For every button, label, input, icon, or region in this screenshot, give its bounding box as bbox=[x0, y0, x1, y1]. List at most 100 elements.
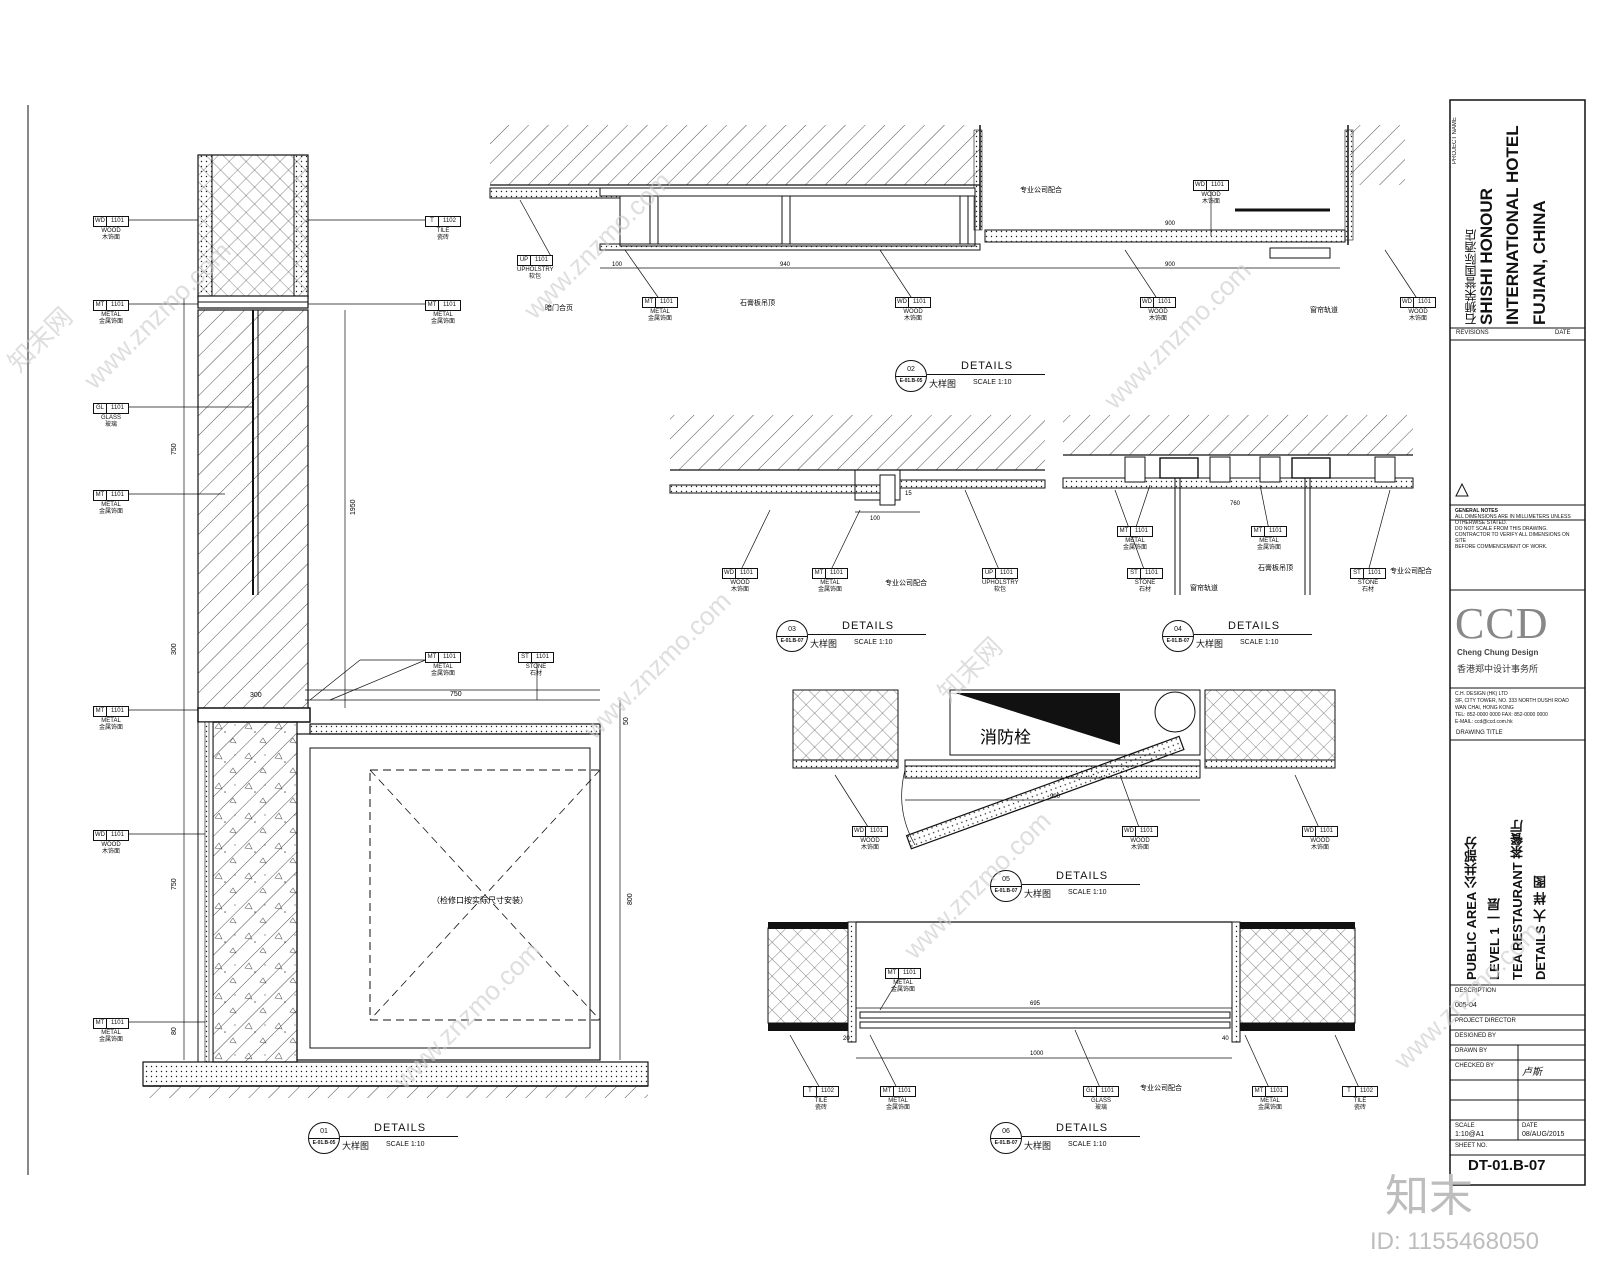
material-tag-tile: T 1102 TILE 瓷砖 bbox=[425, 216, 461, 242]
address-line-2: 3/F, CITY TOWER, NO. 333 NORTH DUSHI ROA… bbox=[1455, 698, 1569, 704]
tag-name-cn: 木饰面 bbox=[1201, 199, 1220, 205]
project-line3: FUJIAN, CHINA bbox=[1530, 200, 1549, 325]
revisions-label: REVISIONS bbox=[1456, 330, 1489, 336]
leader-line bbox=[964, 489, 1001, 573]
project-line2: INTERNATIONAL HOTEL bbox=[1503, 125, 1522, 325]
tag-code: MT bbox=[1118, 527, 1131, 536]
material-tag-mt: MT 1101 METAL 金属饰面 bbox=[93, 490, 129, 516]
detail-title-text: DETAILS bbox=[1228, 620, 1281, 632]
tag-name-cn: 金属饰面 bbox=[98, 725, 123, 731]
tag-number: 1101 bbox=[111, 492, 124, 498]
drawing-title-line4: DETAILS 大 样 图 bbox=[1533, 875, 1548, 980]
tag-name-cn: 玻璃 bbox=[104, 422, 117, 428]
detail-title-text: DETAILS bbox=[1056, 870, 1109, 882]
address-line-3: WAN CHAI, HONG KONG bbox=[1455, 705, 1514, 711]
tag-name: WOOD bbox=[903, 309, 923, 315]
stamp-signature: 卢斯 bbox=[1522, 1067, 1542, 1078]
tag-number: 1101 bbox=[111, 1020, 124, 1026]
tag-name: TILE bbox=[436, 228, 450, 234]
watermark-brand: 知末 bbox=[1385, 1172, 1473, 1221]
notes-line-3: CONTRACTOR TO VERIFY ALL DIMENSIONS ON S… bbox=[1455, 532, 1570, 544]
detail-number: 01 bbox=[320, 1128, 328, 1135]
description-label: DESCRIPTION bbox=[1455, 988, 1497, 994]
detail-02: 940 900 900 100 石膏板吊顶 专业公司配合 窗帘轨道 暗门合页 bbox=[489, 125, 1405, 314]
material-tag-mt: MT 1101 METAL 金属饰面 bbox=[642, 297, 678, 323]
address-email: E-MAIL: ccd@ccd.com.hk bbox=[1455, 719, 1513, 725]
material-tag-st: ST 1101 STONE 石材 bbox=[1127, 568, 1163, 594]
dim-50: 50 bbox=[623, 717, 630, 725]
detail-ref: E-01.B-07 bbox=[1166, 638, 1190, 644]
material-tag-wd: WD 1101 WOOD 木饰面 bbox=[1400, 297, 1436, 323]
material-tag-mt: MT 1101 METAL 金属饰面 bbox=[1117, 526, 1153, 552]
detail-bubble: 06 E-01.B-07 bbox=[990, 1122, 1022, 1154]
tag-number: 1101 bbox=[1211, 182, 1224, 188]
title-block bbox=[1449, 99, 1586, 1186]
tag-code: MT bbox=[426, 301, 439, 310]
tag-number: 1101 bbox=[830, 570, 843, 576]
detail-bubble: 03 E-01.B-07 bbox=[776, 620, 808, 652]
tag-code: GL bbox=[94, 404, 107, 413]
tag-number: 1101 bbox=[1418, 299, 1431, 305]
tag-code: WD bbox=[724, 569, 736, 578]
tag-number: 1101 bbox=[536, 654, 549, 660]
d2-note-track: 窗帘轨道 bbox=[1310, 305, 1338, 314]
tag-name: STONE bbox=[1134, 580, 1156, 586]
tag-name-cn: 木饰面 bbox=[101, 849, 120, 855]
notes-line-2: DO NOT SCALE FROM THIS DRAWING. bbox=[1455, 526, 1548, 532]
tag-code: WD bbox=[1304, 827, 1316, 836]
company-name-cn: 香港郑中设计事务所 bbox=[1457, 664, 1539, 674]
tag-code: T bbox=[426, 217, 439, 226]
detail-title-2: 02 E-01.B-05 DETAILS 大样图 SCALE 1:10 bbox=[895, 360, 1045, 392]
detail-03: 100 15 专业公司配合 bbox=[669, 415, 1046, 587]
tag-name: METAL bbox=[820, 580, 840, 586]
tag-name-cn: 金属饰面 bbox=[430, 319, 455, 325]
tag-code: WD bbox=[1124, 827, 1136, 836]
watermark-id: ID: 1155468050 bbox=[1370, 1228, 1540, 1255]
dim-750-a: 750 bbox=[171, 443, 178, 455]
tag-name-cn: 金属饰面 bbox=[1122, 545, 1147, 551]
tag-name-cn: 木饰面 bbox=[1148, 316, 1167, 322]
leader-line bbox=[1334, 1034, 1361, 1091]
detail-title-4: 04 E-01.B-07 DETAILS 大样图 SCALE 1:10 bbox=[1162, 620, 1312, 652]
tag-number: 1101 bbox=[1135, 528, 1148, 534]
tag-code: MT bbox=[1253, 1087, 1266, 1096]
leader-line bbox=[1244, 1034, 1271, 1091]
tag-name-cn: 木饰面 bbox=[1310, 845, 1329, 851]
material-tag-gl: GL 1101 GLASS 玻璃 bbox=[1083, 1086, 1119, 1112]
detail-title-cn: 大样图 bbox=[1024, 1141, 1052, 1151]
address-tel: TEL: 852-0000 0000 FAX: 852-0000 0000 bbox=[1455, 712, 1548, 718]
tag-name-cn: 木饰面 bbox=[1130, 845, 1149, 851]
material-tag-wd: WD 1101 WOOD 木饰面 bbox=[1122, 826, 1158, 852]
leader-line bbox=[1124, 249, 1159, 301]
tag-name: UPHOLSTRY bbox=[982, 580, 1019, 586]
tag-name-cn: 金属饰面 bbox=[430, 671, 455, 677]
detail-title-5: 05 E-01.B-07 DETAILS 大样图 SCALE 1:10 bbox=[990, 870, 1140, 902]
tag-code: MT bbox=[94, 1019, 107, 1028]
tag-number: 1101 bbox=[111, 218, 124, 224]
tag-name-cn: 金属饰面 bbox=[98, 509, 123, 515]
detail-bubble: 04 E-01.B-07 bbox=[1162, 620, 1194, 652]
leader-line bbox=[739, 509, 771, 573]
tag-code: WD bbox=[854, 827, 866, 836]
tag-number: 1101 bbox=[111, 405, 124, 411]
tag-code: MT bbox=[813, 569, 826, 578]
material-tag-wd: WD 1101 WOOD 木饰面 bbox=[93, 830, 129, 856]
tag-number: 1101 bbox=[903, 970, 916, 976]
material-tag-mt: MT 1101 METAL 金属饰面 bbox=[885, 968, 921, 994]
leader-line bbox=[1119, 774, 1141, 831]
date-value: 08/AUG/2015 bbox=[1522, 1131, 1565, 1138]
tag-name-cn: 石材 bbox=[1361, 587, 1374, 593]
material-tag-mt: MT 1101 METAL 金属饰面 bbox=[1252, 1086, 1288, 1112]
material-tag-mt: MT 1101 METAL 金属饰面 bbox=[425, 652, 461, 678]
tag-code: ST bbox=[519, 653, 532, 662]
d6-dim-40: 40 bbox=[1222, 1036, 1229, 1042]
tag-name: GLASS bbox=[1090, 1098, 1111, 1104]
tag-name-cn: 玻璃 bbox=[1094, 1105, 1107, 1111]
tag-name: WOOD bbox=[1201, 192, 1221, 198]
drawn-by-label: DRAWN BY bbox=[1455, 1048, 1488, 1054]
address-line-1: C.H. DESIGN (HK) LTD bbox=[1455, 691, 1508, 697]
tag-name: METAL bbox=[888, 1098, 908, 1104]
d2-note-ceiling: 石膏板吊顶 bbox=[740, 298, 775, 307]
d5-dim-900: 900 bbox=[1050, 794, 1061, 800]
tag-name-cn: 金属饰面 bbox=[890, 987, 915, 993]
